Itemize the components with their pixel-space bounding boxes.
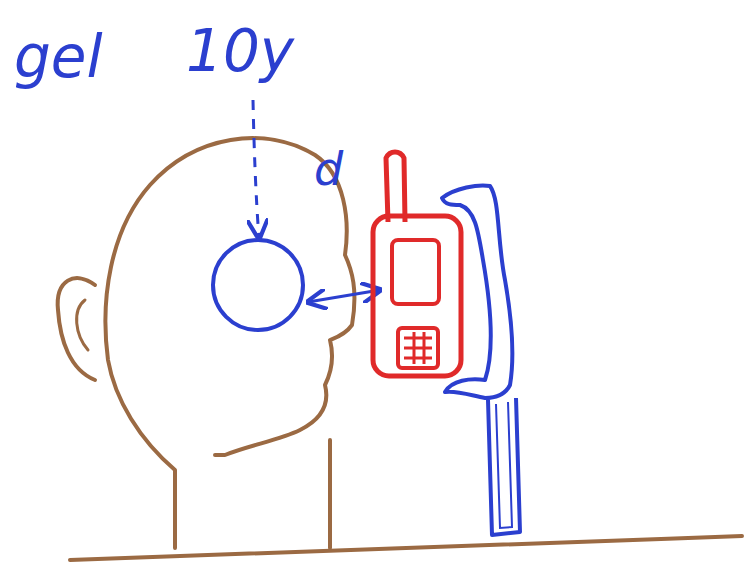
ear-outline — [58, 278, 95, 380]
leader-line — [253, 100, 259, 238]
head-outline — [105, 138, 354, 548]
phone-keypad — [398, 328, 438, 368]
handwritten-label: 10y — [186, 22, 294, 80]
holder-pole-inner — [496, 402, 512, 528]
holder-pole — [488, 398, 520, 535]
ground-line — [70, 536, 742, 560]
phone-body — [373, 216, 461, 376]
distance-arrow — [308, 290, 380, 302]
phone-screen — [392, 240, 439, 304]
handwritten-label: gel — [14, 28, 103, 86]
phone-keys — [404, 332, 432, 364]
eye-circle — [213, 240, 303, 330]
handwritten-label: d — [314, 146, 343, 192]
ear-detail — [77, 300, 88, 350]
phone-antenna — [386, 152, 405, 222]
